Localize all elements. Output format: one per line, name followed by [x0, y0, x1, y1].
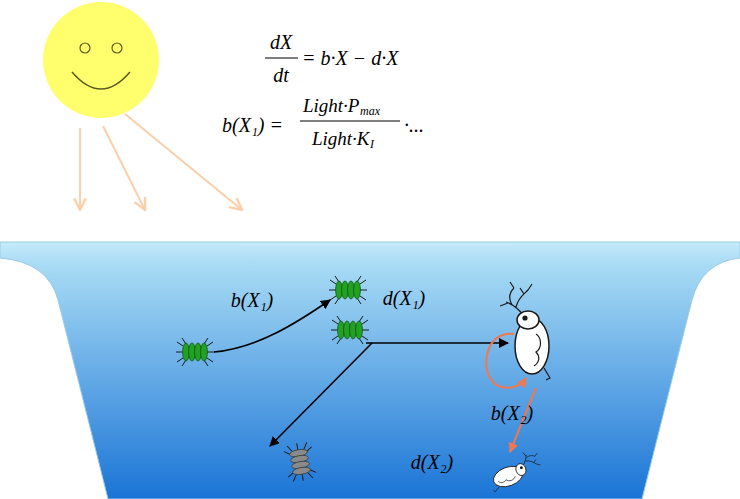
sun-eye: [80, 43, 90, 53]
alga: [176, 338, 214, 366]
grazing-arrow: [366, 342, 508, 344]
sun: [43, 2, 159, 118]
rate-label: d(X₁): [383, 287, 426, 309]
light-ray: [79, 128, 81, 210]
dead-daphnia: [485, 448, 545, 492]
light-ray: [103, 126, 145, 210]
equation-term: ·...: [404, 114, 424, 136]
death-arrow: [270, 343, 372, 446]
equation-term: Light·P: [303, 96, 359, 117]
growth-loop: [486, 334, 526, 388]
subscript: I: [370, 138, 374, 151]
sun-smile: [72, 72, 130, 89]
equation-term: b(X₁) =: [222, 114, 283, 136]
rate-label: b(X₂): [491, 402, 534, 424]
rate-label: d(X₂): [411, 451, 454, 473]
rate-label: b(X₁): [231, 289, 274, 311]
equation-term: dt: [273, 64, 289, 86]
sun-eye: [112, 43, 122, 53]
sun-disc: [43, 2, 159, 118]
equation-term: Light·K: [312, 129, 370, 150]
fraction-bar: [300, 120, 400, 121]
fraction-bar: [265, 57, 298, 58]
daphnia: [500, 282, 550, 380]
subscript: max: [360, 105, 380, 118]
alga: [329, 276, 367, 304]
alga: [331, 316, 369, 344]
dead-alga: [283, 441, 317, 483]
equation-term: = b·X − d·X: [302, 47, 398, 69]
lake-basin: [0, 242, 740, 499]
equation-term: dX: [270, 31, 292, 53]
